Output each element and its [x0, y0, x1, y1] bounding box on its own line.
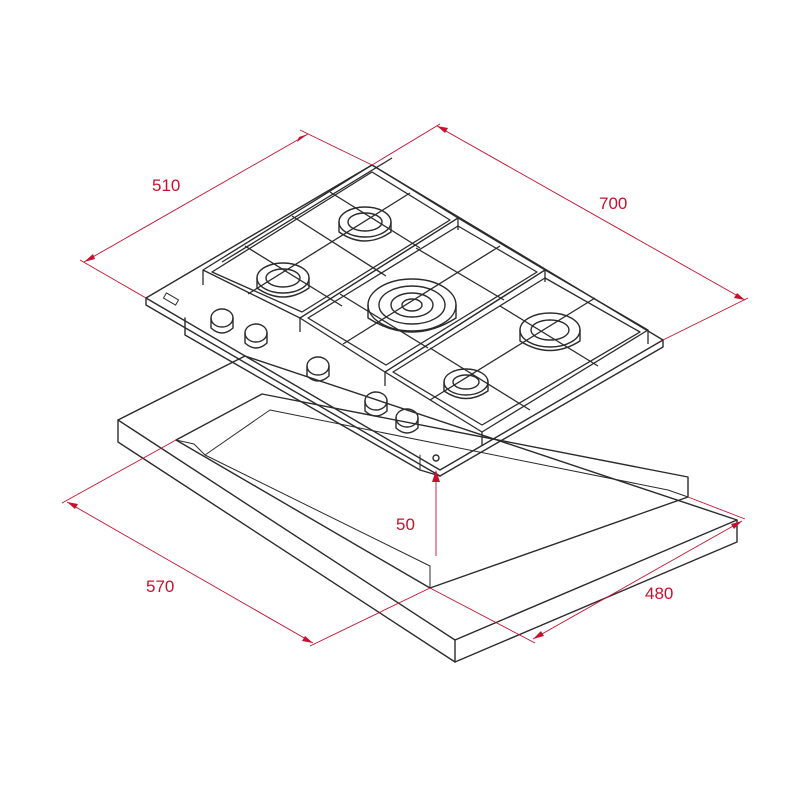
dimension-label-570: 570: [146, 577, 174, 596]
dimension-cooktop-width: 700: [371, 123, 749, 341]
indicator-light: [432, 454, 440, 462]
knob-3: [306, 356, 330, 382]
pan-supports: [202, 157, 649, 446]
dimension-cutout-width: 480: [429, 496, 746, 644]
grate-middle: [299, 217, 546, 386]
dimension-cutout-depth: 570: [61, 439, 431, 647]
knob-1: [210, 308, 234, 334]
cooktop-body: [145, 164, 664, 477]
dimension-height: 50: [396, 470, 440, 556]
dimension-cooktop-depth: 510: [79, 129, 373, 299]
burners: [256, 206, 581, 400]
grate-left: [202, 157, 459, 332]
knob-4: [364, 391, 388, 417]
burner-wok-center: [367, 278, 457, 333]
cutout-frame: [117, 355, 738, 663]
knob-5: [395, 408, 419, 434]
grate-right: [384, 269, 649, 446]
dimension-label-510: 510: [152, 176, 180, 195]
dimension-label-700: 700: [599, 194, 627, 213]
burner-front-left: [256, 262, 310, 298]
burner-rear-right: [519, 312, 581, 352]
burner-rear-left: [338, 206, 392, 242]
knob-2: [244, 323, 268, 349]
burner-front-right: [443, 368, 489, 400]
brand-badge: [162, 292, 180, 306]
control-knobs: [210, 308, 419, 434]
dimension-label-50: 50: [396, 515, 415, 534]
dimension-label-480: 480: [645, 584, 673, 603]
